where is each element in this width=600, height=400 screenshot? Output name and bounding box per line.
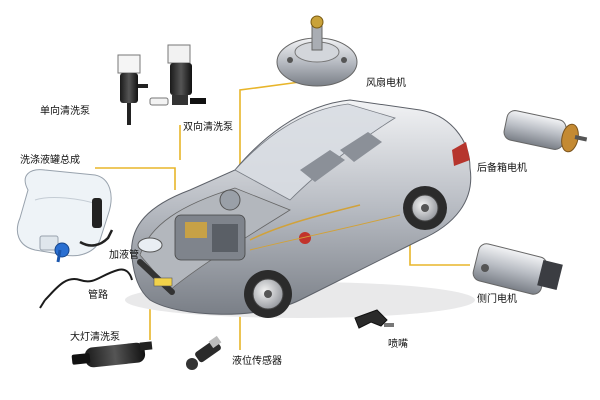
nozzle-part: [354, 309, 394, 329]
leader-fan-motor: [239, 81, 301, 200]
label-nozzle: 喷嘴: [388, 339, 408, 350]
front-wheel: [244, 270, 292, 318]
label-door-motor: 侧门电机: [477, 294, 517, 305]
washer-tank-part: [16, 169, 112, 263]
trunk-motor-part: [503, 110, 588, 153]
label-level-sensor: 液位传感器: [232, 356, 282, 367]
dual-pump-part: [149, 44, 206, 106]
leader-washer: [95, 167, 176, 190]
fan-motor-part: [276, 15, 358, 87]
label-washer-assembly: 洗涤液罐总成: [20, 155, 80, 166]
filler-pipe-part: [79, 229, 114, 247]
label-filler-pipe: 加液管: [109, 250, 139, 261]
label-dual-pump: 双向清洗泵: [183, 122, 233, 133]
rear-wheel: [403, 186, 447, 230]
label-fan-motor: 风扇电机: [366, 78, 406, 89]
single-pump-part: [117, 54, 148, 125]
label-headlight-pump: 大灯清洗泵: [70, 332, 120, 343]
label-trunk-motor: 后备箱电机: [477, 163, 527, 174]
label-single-pump: 单向清洗泵: [40, 106, 90, 117]
headlight-pump-part: [71, 341, 153, 368]
door-motor-part: [472, 243, 563, 295]
pipeline-part: [39, 268, 133, 309]
car-cutaway: [125, 99, 475, 318]
label-pipeline: 管路: [88, 290, 108, 301]
level-sensor-part: [186, 335, 222, 370]
